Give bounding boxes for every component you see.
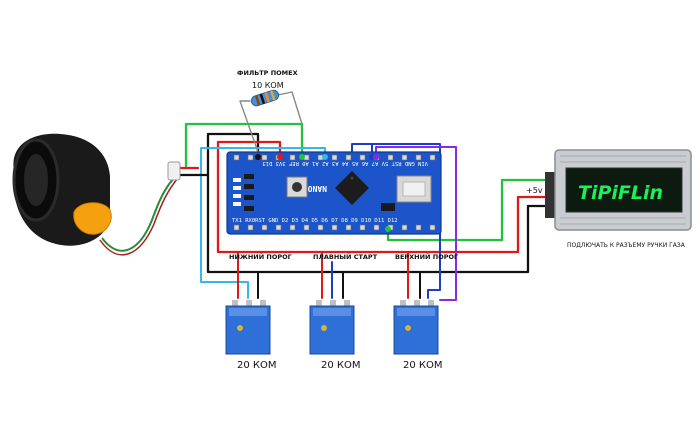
potentiometer-3: ВЕРХНИЙ ПОРОГ 20 КОМ xyxy=(393,252,458,371)
wire-blue xyxy=(351,143,441,299)
wire-black xyxy=(206,132,547,274)
resistor-body xyxy=(250,89,280,107)
throttle-thumb-pad xyxy=(73,202,112,235)
wire-green xyxy=(184,122,304,168)
pin-dot-a7 xyxy=(299,154,305,160)
wire-purple xyxy=(375,146,457,301)
board-pcb xyxy=(226,151,442,235)
controller-caption: ПОДЛЮЧАТЬ К РАЗЪЕМУ РУЧКИ ГАЗА xyxy=(567,242,686,249)
wire-green-ctrl xyxy=(386,178,547,242)
throttle-connector xyxy=(167,161,181,181)
potentiometer-1: НИЖНИЙ ПОРОГ 20 КОМ xyxy=(225,252,292,371)
filter-resistor: ФИЛЬТР ПОМЕХ 10 КОМ xyxy=(237,69,298,107)
pot-2-label: ПЛАВНЫЙ СТАРТ xyxy=(313,252,378,261)
board-pins-top: VIN GND RST 5V A7 A6 A5 A4 A3 A2 A1 A0 R… xyxy=(262,160,428,166)
throttle-lever xyxy=(12,133,181,256)
header-top xyxy=(233,154,436,161)
resistor-lead-left xyxy=(239,100,259,153)
arduino-nano: VIN GND RST 5V A7 A6 A5 A4 A3 A2 A1 A0 R… xyxy=(226,151,442,235)
pin-dot-a6 xyxy=(322,154,328,160)
potentiometer-2: ПЛАВНЫЙ СТАРТ 20 КОМ xyxy=(309,252,378,371)
pot-1-value: 20 КОМ xyxy=(237,360,277,371)
resistor-caption: ФИЛЬТР ПОМЕХ xyxy=(237,69,298,77)
pin-dot-gnd xyxy=(255,154,261,160)
wire-cyan xyxy=(200,147,326,299)
resistor-lead-right xyxy=(277,91,303,125)
motor-controller: +5v TiPiFLin ПОДЛЮЧАТЬ К РАЗЪЕМУ РУЧКИ Г… xyxy=(526,149,692,249)
pot-2-value: 20 КОМ xyxy=(321,360,361,371)
controller-power-label: +5v xyxy=(526,186,543,195)
board-name: NANO xyxy=(308,184,327,193)
throttle-cable xyxy=(101,175,177,252)
pot-3-value: 20 КОМ xyxy=(403,360,443,371)
board-leds xyxy=(233,174,254,211)
controller-face xyxy=(565,167,683,213)
pin-dot-5v xyxy=(277,154,283,160)
header-bottom xyxy=(233,224,436,231)
controller-brand: TiPiFLin xyxy=(578,182,663,204)
pin-dot-a1 xyxy=(373,154,379,160)
resistor-value: 10 КОМ xyxy=(252,81,284,90)
wire-red xyxy=(216,140,547,254)
pin-dot-d10 xyxy=(385,226,391,232)
mcu-chip xyxy=(335,171,369,205)
board-pins-bottom: TX1 RX0RST GND D2 D3 D4 D5 D6 D7 D8 D9 D… xyxy=(232,218,398,224)
pot-3-label: ВЕРХНИЙ ПОРОГ xyxy=(395,252,458,261)
wires xyxy=(173,91,547,301)
pot-1-label: НИЖНИЙ ПОРОГ xyxy=(229,252,292,261)
